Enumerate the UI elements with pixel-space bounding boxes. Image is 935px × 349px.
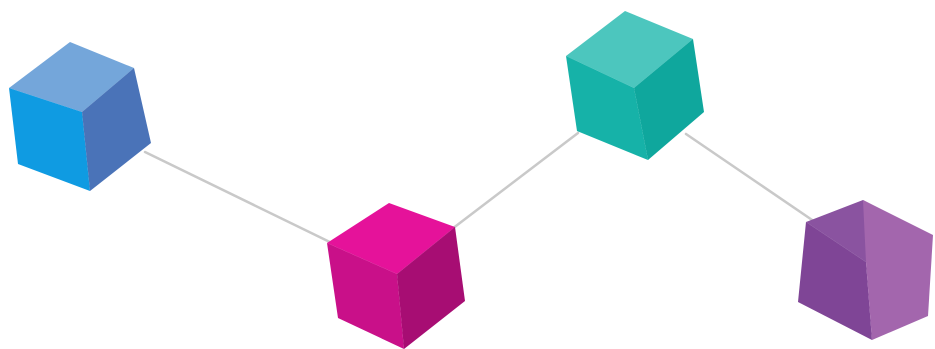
teal-cube-top-face	[566, 11, 693, 88]
blue-cube-left-face	[9, 88, 90, 191]
blue-cube-top-face	[9, 42, 134, 112]
purple-cube-left-face	[798, 222, 872, 340]
connector-blue-magenta	[143, 150, 340, 248]
teal-cube	[566, 11, 704, 160]
magenta-cube-right-face	[397, 227, 465, 349]
magenta-cube-top-face	[327, 203, 455, 274]
connector-lines	[143, 131, 820, 248]
teal-cube-left-face	[566, 56, 648, 160]
connector-teal-purple	[684, 132, 820, 226]
magenta-cube	[327, 203, 465, 349]
purple-cube	[798, 200, 933, 340]
purple-cube-right-face	[863, 200, 933, 340]
magenta-cube-left-face	[327, 243, 404, 349]
blue-cube	[9, 42, 151, 191]
teal-cube-right-face	[634, 39, 704, 160]
blue-cube-right-face	[82, 68, 151, 191]
connector-magenta-teal	[450, 131, 580, 231]
